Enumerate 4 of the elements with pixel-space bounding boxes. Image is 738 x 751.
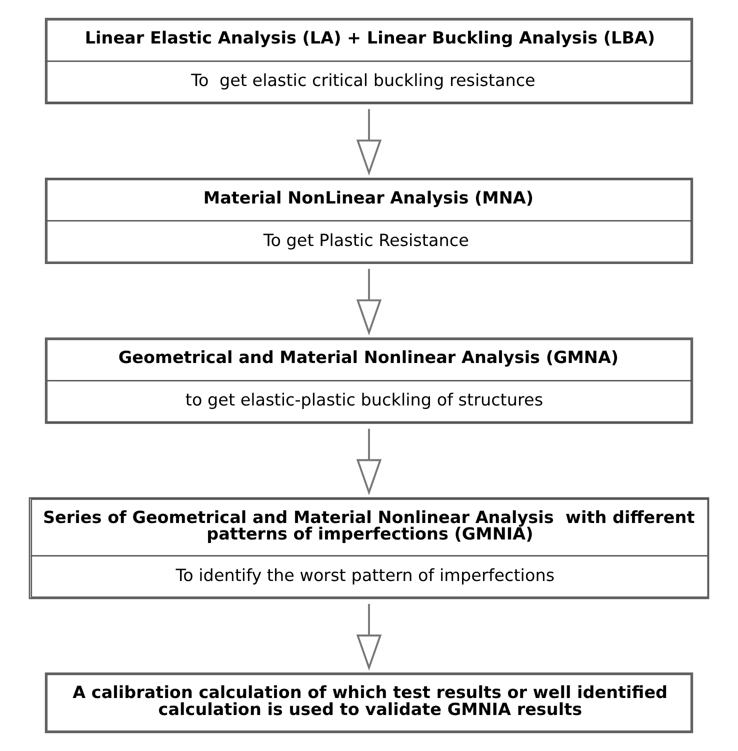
- arrow: [356, 428, 382, 496]
- arrow: [356, 268, 382, 336]
- arrow: [356, 604, 382, 671]
- arrow: [356, 109, 382, 176]
